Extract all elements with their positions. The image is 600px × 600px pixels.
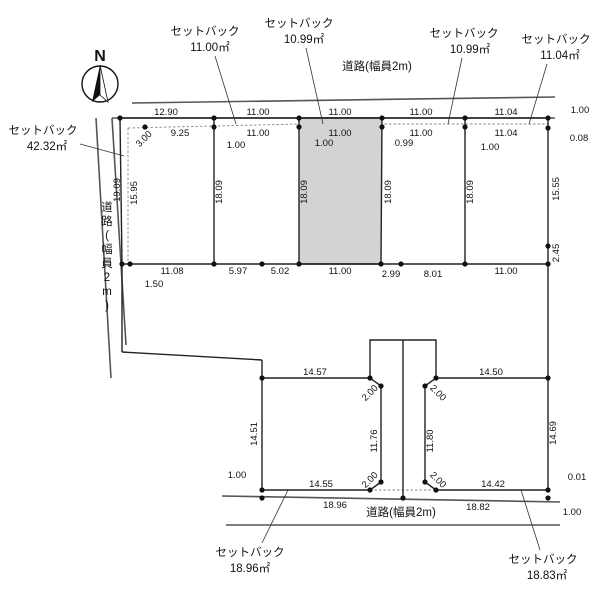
road-left-label: 道 路 ( 幅 員 2 m ): [101, 200, 113, 312]
svg-text:18.09: 18.09: [214, 180, 225, 204]
svg-text:14.55: 14.55: [309, 479, 333, 490]
setback-callout-2: セットバック 10.99㎡: [265, 17, 334, 125]
svg-text:18.96㎡: 18.96㎡: [230, 562, 271, 575]
svg-text:11.00: 11.00: [328, 266, 351, 277]
svg-text:18.09: 18.09: [383, 180, 394, 204]
svg-text:1.00: 1.00: [227, 140, 246, 151]
setback-callout-1: セットバック 11.00㎡: [171, 25, 240, 125]
svg-text:3.00: 3.00: [134, 129, 155, 150]
svg-text:9.25: 9.25: [171, 128, 190, 139]
svg-text:2.00: 2.00: [360, 470, 381, 491]
svg-text:): ): [105, 300, 109, 312]
svg-text:8.01: 8.01: [424, 269, 443, 280]
svg-text:2.00: 2.00: [427, 383, 448, 404]
svg-text:11.00: 11.00: [328, 128, 351, 139]
svg-text:11.00: 11.00: [246, 128, 269, 139]
svg-text:11.00: 11.00: [328, 107, 351, 118]
svg-text:2.99: 2.99: [382, 269, 401, 280]
setback-callout-5: セットバック 42.32㎡: [9, 124, 125, 157]
svg-text:2.00: 2.00: [360, 383, 381, 404]
svg-text:14.50: 14.50: [479, 367, 503, 378]
svg-text:18.83㎡: 18.83㎡: [527, 569, 568, 582]
svg-text:12.90: 12.90: [154, 107, 178, 118]
svg-text:セットバック: セットバック: [216, 546, 285, 559]
svg-text:0.99: 0.99: [395, 138, 414, 149]
svg-text:2.45: 2.45: [551, 244, 562, 263]
svg-text:路: 路: [101, 214, 113, 228]
road-left: [95, 117, 127, 379]
road-bottom: [221, 495, 561, 526]
svg-text:員: 員: [101, 257, 113, 270]
setback-callout-3: セットバック 10.99㎡: [430, 27, 499, 125]
svg-text:11.04㎡: 11.04㎡: [540, 49, 580, 62]
svg-text:m: m: [102, 286, 112, 298]
svg-text:11.00: 11.00: [494, 266, 517, 277]
svg-text:10.99㎡: 10.99㎡: [284, 33, 325, 46]
svg-text:11.00: 11.00: [409, 128, 432, 139]
svg-text:1.50: 1.50: [145, 279, 164, 290]
svg-text:11.04: 11.04: [494, 107, 517, 118]
svg-text:18.82: 18.82: [466, 502, 490, 513]
svg-text:11.76: 11.76: [369, 429, 380, 452]
setback-callout-7: セットバック 18.83㎡: [509, 489, 578, 582]
svg-text:0.01: 0.01: [568, 472, 587, 483]
svg-text:セットバック: セットバック: [171, 25, 240, 38]
svg-text:セットバック: セットバック: [9, 124, 78, 137]
svg-text:(: (: [105, 230, 109, 242]
svg-text:11.04: 11.04: [494, 128, 517, 139]
svg-text:セットバック: セットバック: [265, 17, 334, 30]
svg-text:14.57: 14.57: [303, 367, 327, 378]
svg-text:5.97: 5.97: [229, 266, 248, 277]
svg-text:18.09: 18.09: [465, 180, 476, 204]
svg-text:11.00: 11.00: [246, 107, 269, 118]
svg-text:セットバック: セットバック: [509, 553, 578, 566]
svg-text:18.09: 18.09: [299, 180, 310, 204]
svg-text:0.08: 0.08: [570, 133, 589, 144]
north-arrow-icon: N: [81, 48, 119, 104]
svg-text:11.00: 11.00: [409, 107, 432, 118]
setback-callout-6: セットバック 18.96㎡: [216, 489, 289, 575]
svg-text:14.69: 14.69: [548, 421, 559, 445]
svg-text:11.80: 11.80: [425, 429, 436, 452]
svg-text:19.09: 19.09: [112, 178, 123, 202]
road-bottom-label: 道路(幅員2m): [366, 505, 436, 519]
svg-text:5.02: 5.02: [271, 266, 290, 277]
svg-text:1.00: 1.00: [481, 142, 500, 153]
svg-text:11.00㎡: 11.00㎡: [190, 41, 230, 54]
corner-markers: [117, 115, 551, 501]
svg-text:42.32㎡: 42.32㎡: [27, 140, 68, 153]
svg-text:14.42: 14.42: [481, 479, 505, 490]
svg-text:11.08: 11.08: [160, 266, 183, 277]
highlighted-lot: [298, 117, 383, 265]
setback-callout-4: セットバック 11.04㎡: [522, 33, 591, 125]
north-label: N: [94, 48, 106, 65]
svg-text:セットバック: セットバック: [430, 27, 499, 40]
svg-text:1.00: 1.00: [563, 507, 582, 518]
svg-text:1.00: 1.00: [228, 470, 247, 481]
svg-text:15.95: 15.95: [129, 181, 140, 205]
svg-text:14.51: 14.51: [249, 422, 260, 446]
svg-text:幅: 幅: [101, 243, 113, 256]
svg-text:15.55: 15.55: [551, 177, 562, 201]
svg-text:10.99㎡: 10.99㎡: [450, 43, 491, 56]
road-top-label: 道路(幅員2m): [342, 59, 412, 73]
svg-text:18.96: 18.96: [323, 500, 347, 511]
svg-text:セットバック: セットバック: [522, 33, 591, 46]
svg-text:道: 道: [101, 200, 113, 214]
svg-text:2: 2: [104, 272, 110, 284]
svg-text:1.00: 1.00: [315, 138, 334, 149]
svg-text:2.00: 2.00: [427, 470, 448, 491]
svg-text:1.00: 1.00: [571, 105, 590, 116]
